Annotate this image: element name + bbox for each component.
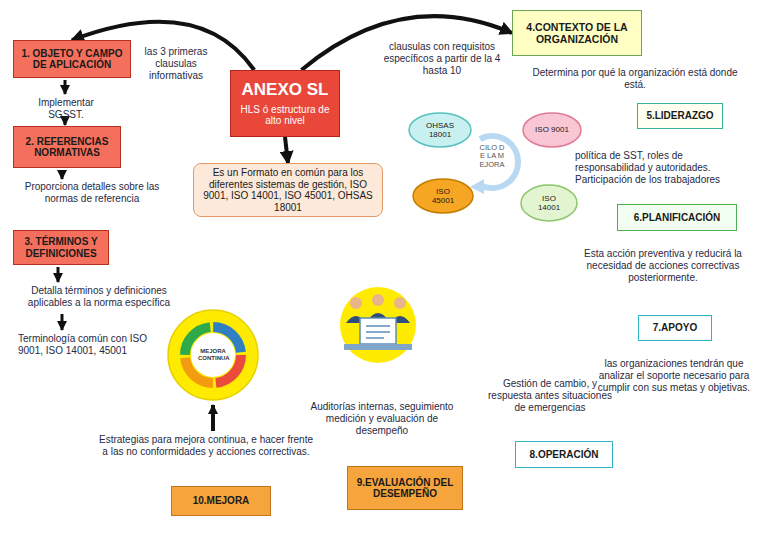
- clause-box: 10.MEJORA: [171, 486, 271, 516]
- standard-ellipse: ISO 14001: [520, 184, 578, 222]
- clause-box: 1. OBJETO Y CAMPO DE APLICACIÓN: [13, 40, 131, 78]
- node-title: ISO 45001: [425, 187, 461, 205]
- connector-arrow: [285, 137, 288, 163]
- node-title: 1. OBJETO Y CAMPO DE APLICACIÓN: [18, 48, 126, 71]
- node-title: ISO 9001: [534, 125, 570, 134]
- node-title: 5.LIDERAZGO: [646, 110, 713, 122]
- note-text: Determina por qué la organización está d…: [532, 67, 738, 91]
- note-text: Proporciona detalles sobre las normas de…: [12, 181, 172, 205]
- note-text: CILO DE LA MEJORA: [478, 144, 506, 169]
- leader-arrow: [211, 405, 215, 431]
- node-title: ISO 14001: [531, 194, 567, 212]
- clause-box: 8.OPERACIÓN: [515, 441, 613, 468]
- node-title: 3. TÉRMINOS Y DEFINICIONES: [18, 236, 104, 259]
- note-text: Implementar SGSST.: [28, 97, 104, 121]
- note-text: clausulas con requisitos específicos a p…: [376, 41, 508, 77]
- standard-ellipse: ISO 45001: [412, 178, 474, 214]
- note-text: Auditorías internas, seguimiento medició…: [306, 401, 458, 437]
- node-title: MEJORA CONTINUA: [198, 348, 228, 362]
- node-title: 9.EVALUACIÓN DEL DESEMPEÑO: [352, 477, 458, 500]
- clause-box: 2. REFERENCIAS NORMATIVAS: [13, 126, 121, 168]
- node-title: Es un Formato en común para los diferent…: [198, 167, 378, 213]
- node-title: 6.PLANIFICACIÓN: [634, 212, 721, 224]
- standard-ellipse: OHSAS 18001: [408, 112, 472, 148]
- node-subtitle: HLS ó estructura de alto nivel: [235, 104, 335, 127]
- node-title: ANEXO SL: [242, 80, 329, 100]
- note-text: Gestión de cambio, y respuesta antes sit…: [488, 378, 612, 414]
- leader-arrow: [61, 170, 64, 179]
- note-text: Terminología común con ISO 9001, ISO 140…: [18, 333, 158, 357]
- leader-arrow: [57, 267, 60, 282]
- node-title: 8.OPERACIÓN: [530, 449, 599, 461]
- leader-arrow: [61, 314, 64, 330]
- standard-ellipse: ISO 9001: [522, 112, 582, 148]
- meeting-icon: [340, 287, 416, 363]
- note-text: Detalla términos y definiciones aplicabl…: [14, 285, 184, 309]
- clause-box: 5.LIDERAZGO: [637, 103, 723, 129]
- clause-box: 7.APOYO: [638, 315, 712, 341]
- clause-box: 6.PLANIFICACIÓN: [617, 204, 737, 231]
- clause-box: 4.CONTEXTO DE LA ORGANIZACIÓN: [512, 10, 642, 56]
- node-title: 10.MEJORA: [193, 495, 250, 507]
- cycle-icon: MEJORA CONTINUA: [167, 309, 259, 401]
- note-text: las 3 primeras clausulas informativas: [138, 46, 214, 82]
- node-title: OHSAS 18001: [421, 121, 459, 139]
- node-title: 7.APOYO: [653, 322, 697, 334]
- clause-box: Es un Formato en común para los diferent…: [193, 163, 383, 217]
- note-text: Estrategias para mejora continua, e hace…: [95, 434, 317, 458]
- node-title: 2. REFERENCIAS NORMATIVAS: [18, 136, 116, 159]
- clause-box: 9.EVALUACIÓN DEL DESEMPEÑO: [347, 466, 463, 510]
- note-text: Esta acción preventiva y reducirá la nec…: [578, 248, 748, 284]
- leader-arrow: [64, 80, 67, 94]
- note-text: las organizaciones tendrán que analizar …: [586, 358, 762, 394]
- clause-box: ANEXO SL HLS ó estructura de alto nivel: [230, 70, 340, 137]
- clause-box: 3. TÉRMINOS Y DEFINICIONES: [13, 230, 109, 265]
- note-text: política de SST, roles de responsabilida…: [575, 150, 745, 186]
- node-title: 4.CONTEXTO DE LA ORGANIZACIÓN: [517, 21, 637, 45]
